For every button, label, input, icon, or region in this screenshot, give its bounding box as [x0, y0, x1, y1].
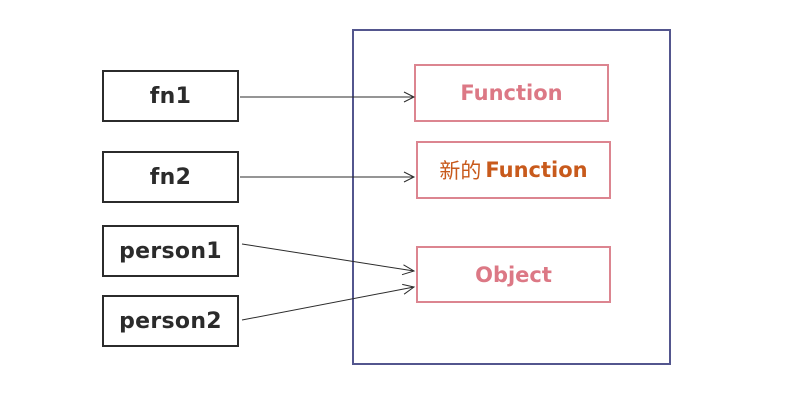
heap-label-function: Function	[460, 81, 563, 105]
heap-object-new-function: 新的 Function	[416, 141, 611, 199]
heap-object-function: Function	[414, 64, 609, 122]
heap-label-object: Object	[475, 262, 552, 287]
variable-box-person1: person1	[102, 225, 239, 277]
heap-label-new-prefix: 新的	[439, 159, 482, 183]
variable-label-person1: person1	[119, 238, 222, 264]
variable-label-fn2: fn2	[149, 164, 192, 190]
heap-label-new-function: Function	[485, 158, 588, 182]
variable-box-fn1: fn1	[102, 70, 239, 122]
variable-box-fn2: fn2	[102, 151, 239, 203]
variable-label-person2: person2	[119, 308, 222, 334]
variable-label-fn1: fn1	[149, 83, 192, 109]
heap-object-object: Object	[416, 246, 611, 303]
variable-box-person2: person2	[102, 295, 239, 347]
